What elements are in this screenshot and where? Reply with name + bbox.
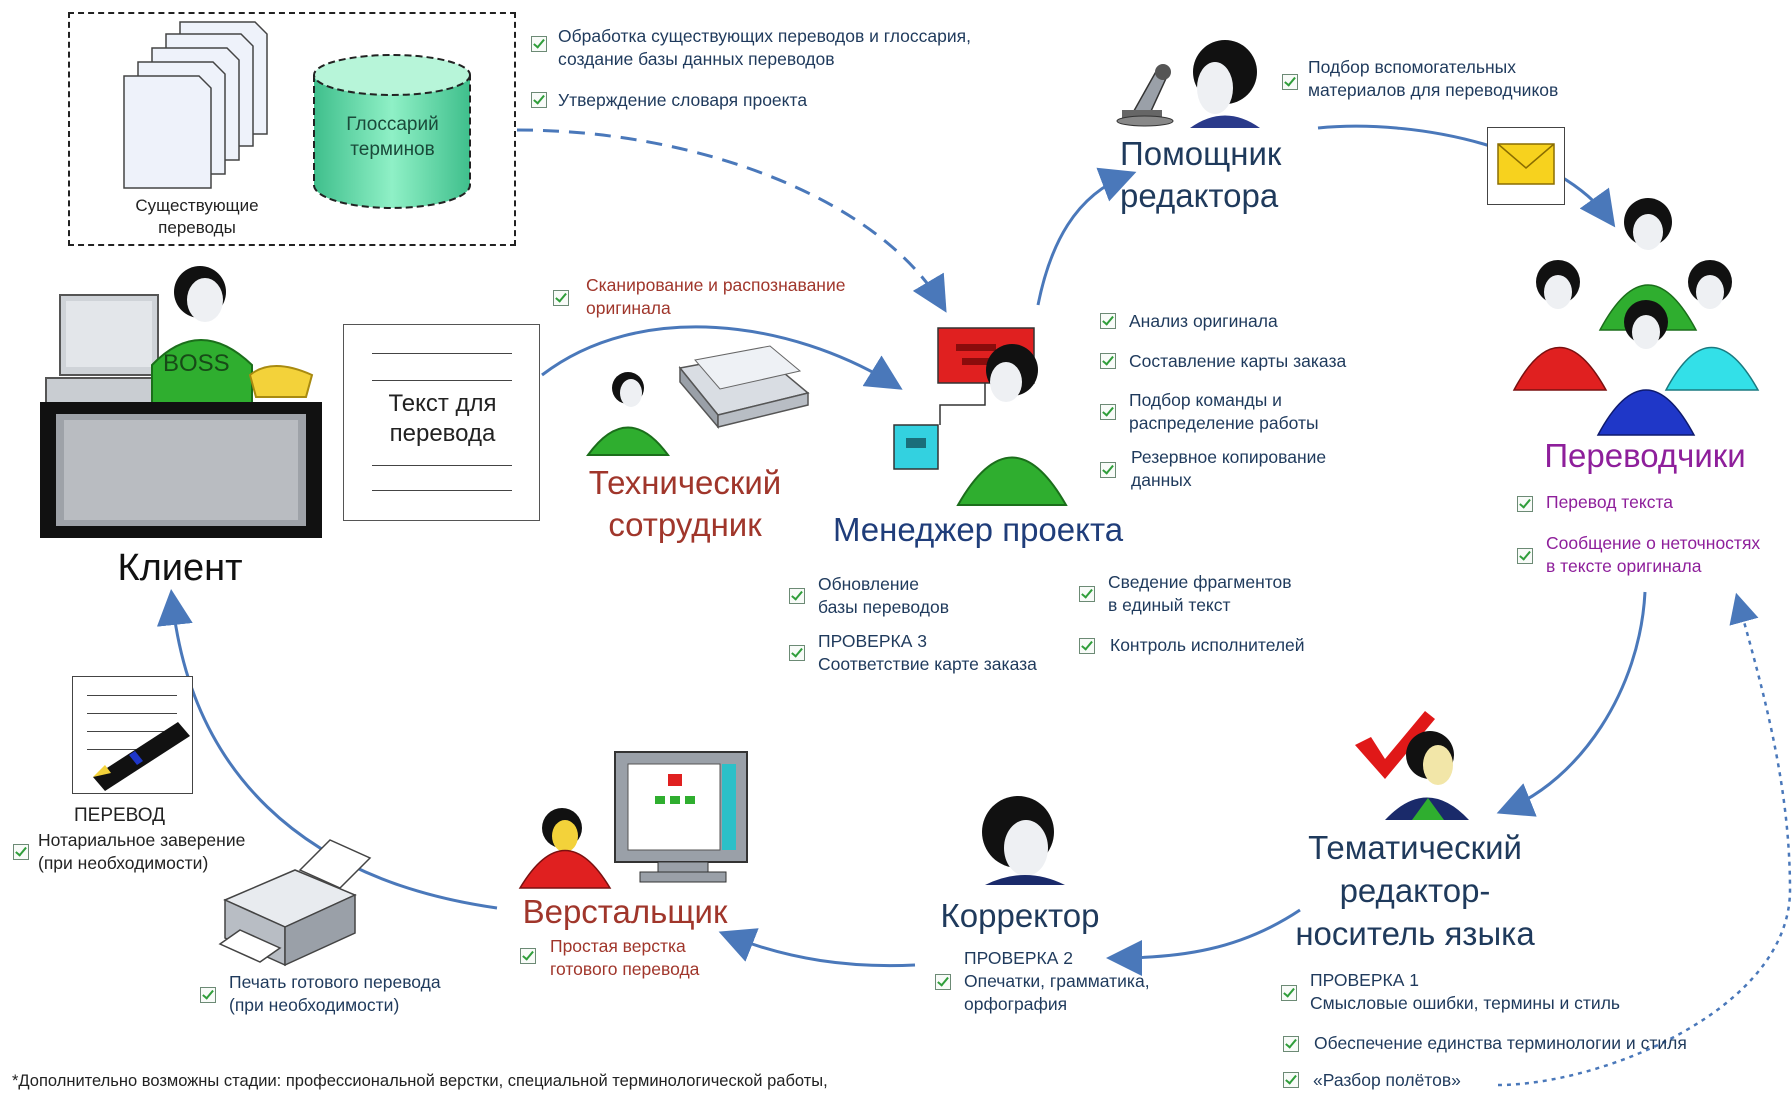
- arrow-assistant-to-translators: [1317, 124, 1616, 228]
- project-manager-title: Менеджер проекта: [832, 511, 1124, 548]
- task-check-icon: [1079, 586, 1095, 602]
- task-check-icon: [1282, 74, 1298, 90]
- proofreader-title: Корректор: [940, 897, 1100, 934]
- task-check-icon: [531, 36, 547, 52]
- manager-task-check3: ПРОВЕРКА 3 Соответствие карте заказа: [818, 631, 1037, 674]
- manager-task-analysis: Анализ оригинала: [1129, 311, 1278, 331]
- arrow-proofreader-to-layout: [718, 928, 916, 968]
- client-title: Клиент: [117, 547, 243, 589]
- assistant-task: Подбор вспомогательных материалов для пе…: [1308, 57, 1559, 100]
- printing-task: Печать готового перевода (при необходимо…: [229, 972, 441, 1015]
- task-check-icon: [1100, 313, 1116, 329]
- arrow-existing-to-manager: [516, 128, 947, 313]
- manager-task-order-map: Составление карты заказа: [1129, 351, 1347, 371]
- arrow-manager-to-assistant: [1036, 167, 1137, 306]
- task-check-icon: [553, 290, 569, 306]
- task-check-icon: [1100, 353, 1116, 369]
- manager-task-update-db: Обновление базы переводов: [818, 574, 949, 617]
- task-check-icon: [789, 645, 805, 661]
- task-check-icon: [935, 974, 951, 990]
- arrow-translators-to-editor: [1496, 591, 1647, 817]
- notary-task: Нотариальное заверение (при необходимост…: [38, 830, 246, 873]
- task-check-icon: [13, 844, 29, 860]
- translators-title: Переводчики: [1544, 437, 1746, 474]
- task-check-icon: [520, 948, 536, 964]
- manager-task-backup: Резервное копирование данных: [1131, 447, 1327, 490]
- editor-task-terminology: Обеспечение единства терминологии и стил…: [1314, 1033, 1687, 1053]
- manager-task-team: Подбор команды и распределение работы: [1129, 390, 1319, 433]
- tech-task: Сканирование и распознавание оригинала: [586, 275, 846, 318]
- existing-task-2: Утверждение словаря проекта: [558, 90, 808, 110]
- existing-docs-caption: Существующие переводы: [135, 196, 259, 237]
- thematic-editor-title: Тематический редактор- носитель языка: [1295, 829, 1535, 952]
- task-check-icon: [531, 92, 547, 108]
- task-check-icon: [789, 588, 805, 604]
- manager-task-control: Контроль исполнителей: [1110, 635, 1305, 655]
- editor-task-check1: ПРОВЕРКА 1 Смысловые ошибки, термины и с…: [1310, 970, 1621, 1013]
- glossary-caption: Глоссарий терминов: [346, 114, 439, 160]
- assistant-title: Помощник редактора: [1120, 135, 1282, 214]
- tech-staff-title: Технический сотрудник: [588, 464, 782, 543]
- proofreader-task-check2: ПРОВЕРКА 2 Опечатки, грамматика, орфогра…: [964, 948, 1150, 1014]
- task-check-icon: [1283, 1036, 1299, 1052]
- arrow-feedback-dotted: [1497, 592, 1792, 1087]
- task-check-icon: [1517, 496, 1533, 512]
- layout-task: Простая верстка готового перевода: [550, 936, 700, 979]
- task-check-icon: [1100, 404, 1116, 420]
- translators-task-translate: Перевод текста: [1546, 492, 1674, 512]
- boss-label: BOSS: [163, 350, 230, 377]
- task-check-icon: [200, 987, 216, 1003]
- arrow-client-to-manager: [541, 325, 903, 390]
- task-check-icon: [1281, 985, 1297, 1001]
- translators-task-report: Сообщение о неточностях в тексте оригина…: [1546, 533, 1761, 576]
- envelope-icon: [1487, 127, 1565, 205]
- footnote: *Дополнительно возможны стадии: професси…: [12, 1072, 828, 1090]
- translation-doc-caption: ПЕРЕВОД: [74, 805, 165, 826]
- manager-task-merge: Сведение фрагментов в единый текст: [1108, 572, 1292, 615]
- editor-task-debrief: «Разбор полётов»: [1313, 1070, 1461, 1090]
- layout-designer-title: Верстальщик: [522, 893, 728, 930]
- source-text-document: Текст для перевода: [343, 324, 540, 521]
- source-text-caption: Текст для перевода: [388, 390, 497, 447]
- existing-task-1: Обработка существующих переводов и глосс…: [558, 26, 971, 69]
- arrow-layout-to-client: [156, 589, 498, 910]
- task-check-icon: [1100, 462, 1116, 478]
- translation-document-icon: [72, 676, 193, 794]
- task-check-icon: [1517, 548, 1533, 564]
- arrow-editor-to-proofreader: [1106, 908, 1301, 976]
- existing-materials-box: [68, 12, 516, 246]
- task-check-icon: [1079, 638, 1095, 654]
- task-check-icon: [1283, 1072, 1299, 1088]
